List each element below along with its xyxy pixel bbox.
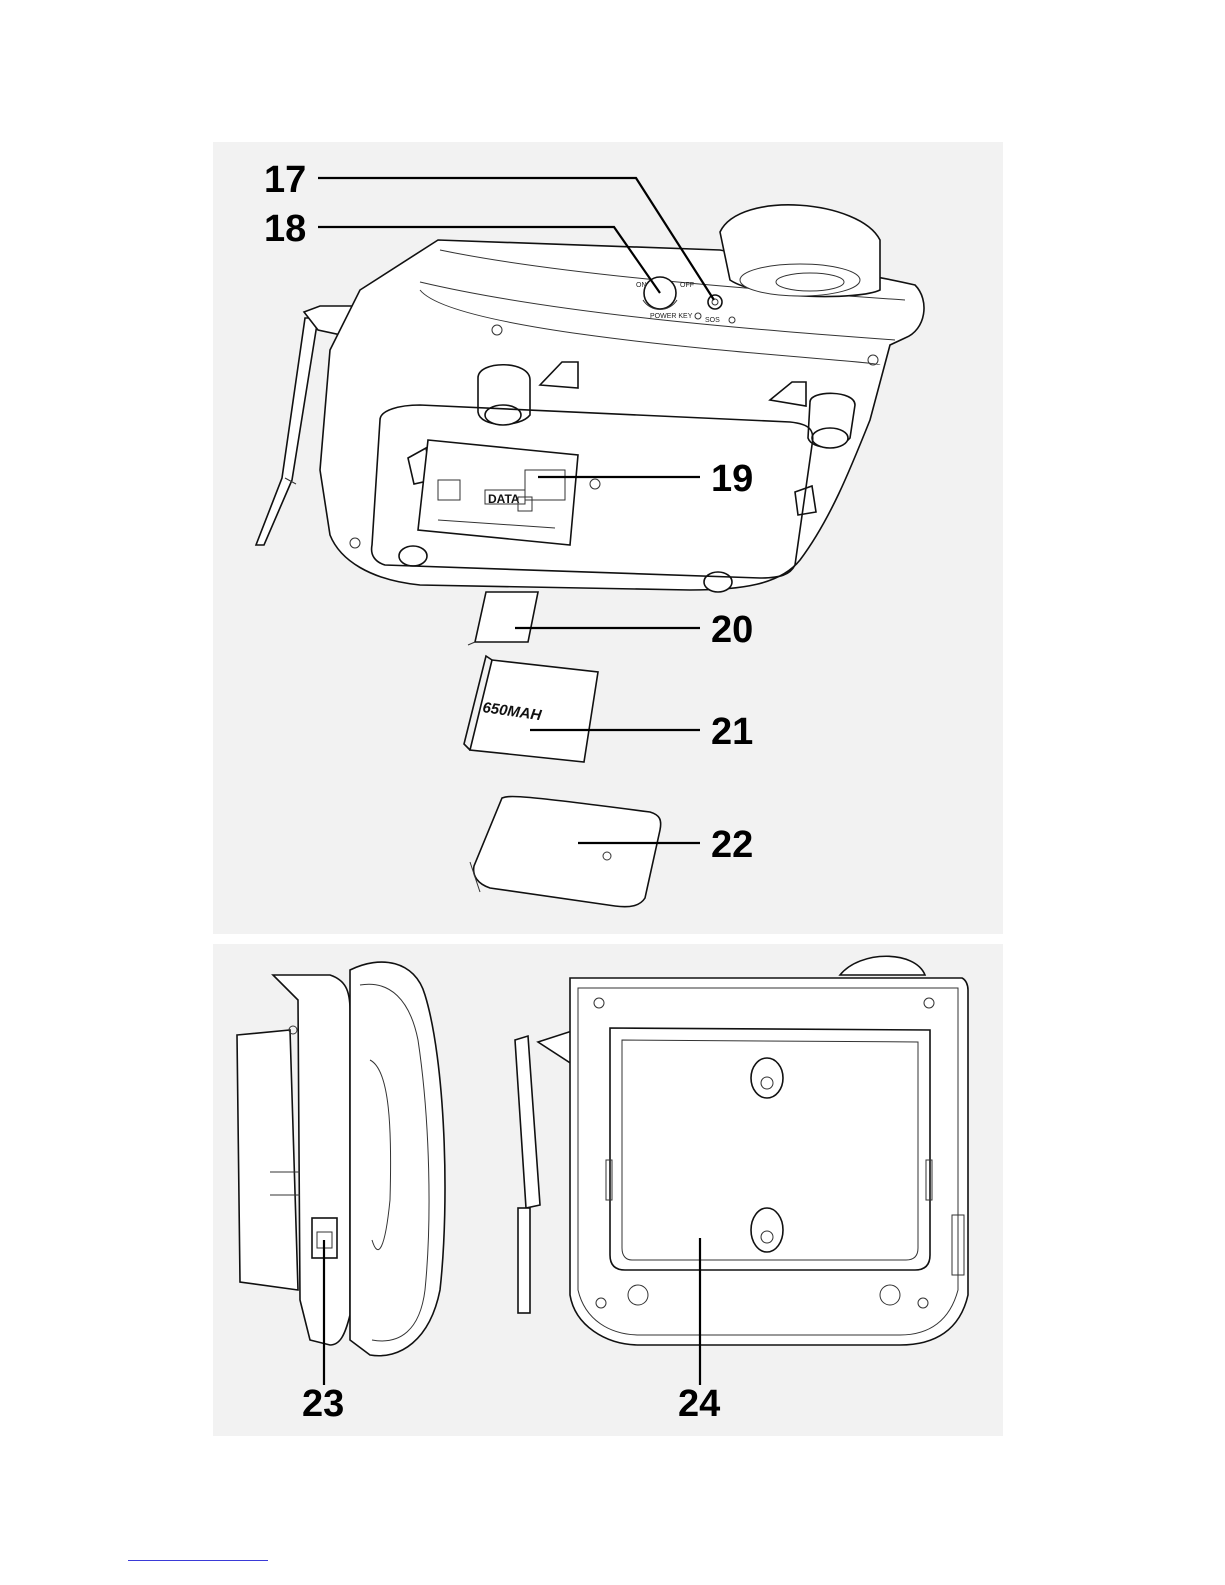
footer-underline xyxy=(128,1560,268,1561)
sim-card xyxy=(475,592,538,642)
power-off-label: OFF xyxy=(680,282,694,289)
callout-19: 19 xyxy=(711,458,753,500)
power-key-label: POWER KEY xyxy=(650,313,693,320)
power-on-label: ON xyxy=(636,282,647,289)
callout-21: 21 xyxy=(711,711,753,753)
back-view xyxy=(515,956,968,1345)
sim-data-label: DATA xyxy=(488,492,520,506)
callout-18: 18 xyxy=(264,208,306,250)
callout-24: 24 xyxy=(678,1383,720,1425)
sim-slot: DATA xyxy=(418,440,578,545)
callout-22: 22 xyxy=(711,824,753,866)
callout-17: 17 xyxy=(264,159,306,201)
callout-20: 20 xyxy=(711,609,753,651)
callout-23: 23 xyxy=(302,1383,344,1425)
sos-label: SOS xyxy=(705,317,720,324)
